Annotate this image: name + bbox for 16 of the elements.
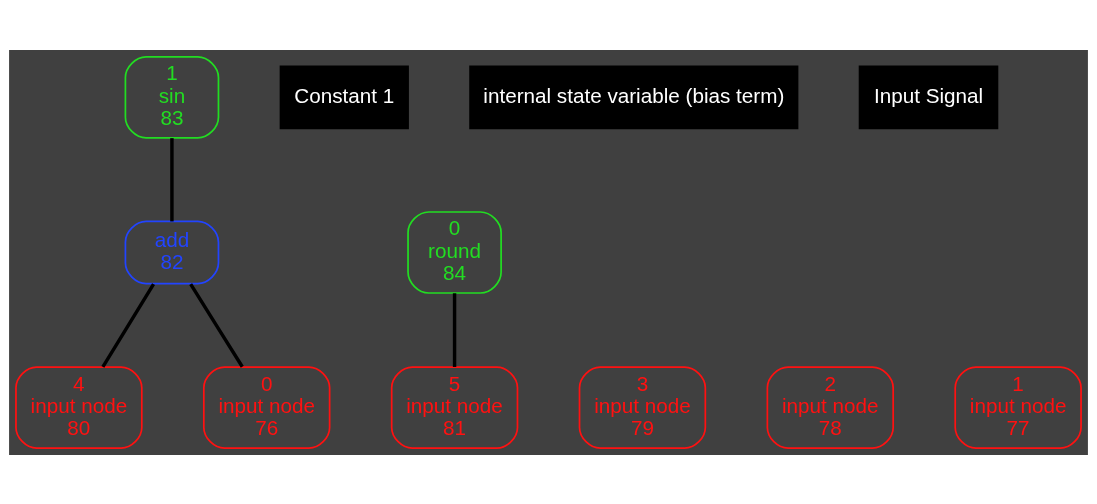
- node-box: 1 sin 83: [124, 55, 220, 139]
- node-box: 5 input node 81: [390, 365, 519, 449]
- connector: [170, 137, 174, 221]
- node-box: 0 input node 76: [202, 365, 331, 449]
- node-box: internal state variable (bias term): [469, 65, 799, 129]
- node-box: add 82: [124, 220, 220, 284]
- connector: [101, 282, 156, 368]
- node-box: Constant 1: [279, 65, 409, 129]
- node-box: 1 input node 77: [954, 365, 1082, 449]
- node-box: 3 input node 79: [578, 365, 707, 449]
- node-box: 0 round 84: [407, 210, 502, 294]
- node-box: 2 input node 78: [766, 365, 895, 449]
- node-box: Input Signal: [858, 65, 999, 129]
- connector: [452, 292, 457, 367]
- connector: [189, 282, 244, 368]
- node-box: 4 input node 80: [15, 365, 143, 449]
